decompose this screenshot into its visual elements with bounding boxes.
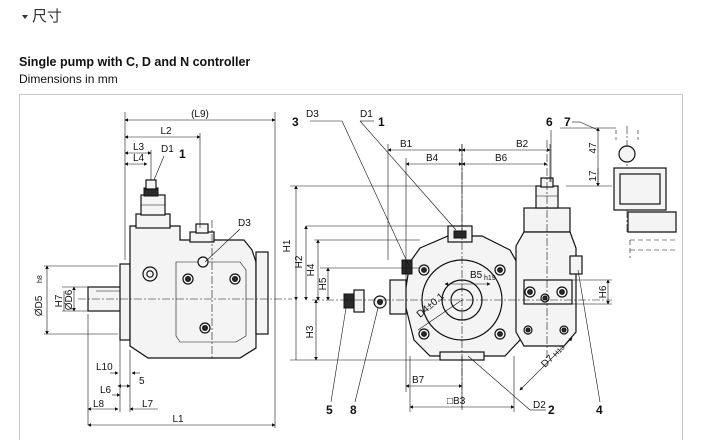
label-d1-front: D1 bbox=[360, 109, 373, 120]
rear-cover bbox=[255, 251, 269, 335]
dim-17: 17 bbox=[588, 170, 599, 182]
callout-5: 5 bbox=[326, 403, 333, 417]
dim-h3: H3 bbox=[305, 325, 316, 338]
side-port bbox=[389, 279, 407, 315]
plug bbox=[343, 293, 355, 309]
dim-h1: H1 bbox=[282, 239, 293, 252]
label-d3: D3 bbox=[238, 218, 251, 229]
dim-d5-tol: h8 bbox=[37, 275, 44, 283]
dim-l6: L6 bbox=[100, 385, 112, 396]
label-d1: D1 bbox=[161, 144, 174, 155]
dim-b2: B2 bbox=[516, 139, 529, 150]
screw-slot bbox=[146, 270, 154, 278]
drawing-title: Single pump with C, D and N controller bbox=[19, 55, 251, 69]
vent bbox=[401, 259, 413, 275]
controller-mount bbox=[627, 211, 677, 233]
callout-1: 1 bbox=[179, 147, 186, 161]
dim-h6: H6 bbox=[598, 285, 609, 298]
dim-b4: B4 bbox=[426, 153, 439, 164]
dim-l8: L8 bbox=[93, 399, 105, 410]
mounting-flange bbox=[119, 263, 131, 341]
dim-h7: H7 bbox=[54, 294, 65, 307]
dim-b3: □B3 bbox=[447, 396, 466, 407]
callouts: 3 1 6 7 5 8 2 4 bbox=[292, 115, 603, 417]
plug-body bbox=[353, 289, 365, 313]
dim-l2: L2 bbox=[160, 126, 172, 137]
dim-h2: H2 bbox=[294, 255, 305, 268]
drawing-subtitle: Dimensions in mm bbox=[19, 72, 118, 86]
adjust-screw-head bbox=[145, 179, 157, 190]
controller-detail bbox=[613, 126, 677, 258]
dim-b6: B6 bbox=[495, 153, 508, 164]
side-dimensions: (L9) L2 L3 L4 D1 1 D3 ØD5 h8 ØD6 H7 L10 … bbox=[34, 109, 276, 428]
callout-8: 8 bbox=[350, 403, 357, 417]
dim-b1: B1 bbox=[400, 139, 413, 150]
top-fitting-cap bbox=[195, 223, 209, 234]
dim-h5: H5 bbox=[318, 277, 329, 290]
dim-47: 47 bbox=[588, 142, 599, 154]
dim-b5: B5 bbox=[470, 270, 483, 281]
controller-side-port bbox=[569, 255, 583, 275]
label-d3-front: D3 bbox=[306, 109, 319, 120]
pump-body bbox=[129, 225, 257, 359]
dim-d6: ØD6 bbox=[64, 289, 75, 310]
section-title: 尺寸 bbox=[32, 7, 63, 25]
callout-1-front: 1 bbox=[378, 115, 385, 129]
dim-l5: 5 bbox=[139, 376, 145, 387]
front-view bbox=[312, 140, 612, 410]
callout-4: 4 bbox=[596, 403, 603, 417]
side-view bbox=[78, 179, 292, 360]
drain-port bbox=[197, 256, 209, 268]
body-recess bbox=[175, 261, 247, 343]
dim-l3: L3 bbox=[133, 142, 145, 153]
dim-d5: ØD5 bbox=[34, 295, 45, 316]
adjust-knob bbox=[618, 145, 636, 163]
dim-b7: B7 bbox=[412, 375, 425, 386]
callout-6: 6 bbox=[546, 115, 553, 129]
dim-l10: L10 bbox=[96, 362, 113, 373]
callout-2: 2 bbox=[548, 403, 555, 417]
drawing-frame bbox=[19, 94, 683, 440]
dim-b5-tol: h19 bbox=[484, 275, 496, 282]
dim-l9: (L9) bbox=[191, 109, 209, 120]
callout-3: 3 bbox=[292, 115, 299, 129]
callout-7: 7 bbox=[564, 115, 571, 129]
controller-base bbox=[135, 213, 171, 229]
caret-down-icon[interactable] bbox=[22, 14, 28, 19]
dim-l7: L7 bbox=[142, 399, 154, 410]
dim-l1: L1 bbox=[172, 414, 184, 425]
dim-h4: H4 bbox=[306, 263, 317, 276]
label-d2: D2 bbox=[533, 400, 546, 411]
dim-l4: L4 bbox=[133, 153, 145, 164]
section-header[interactable]: 尺寸 bbox=[22, 5, 62, 26]
